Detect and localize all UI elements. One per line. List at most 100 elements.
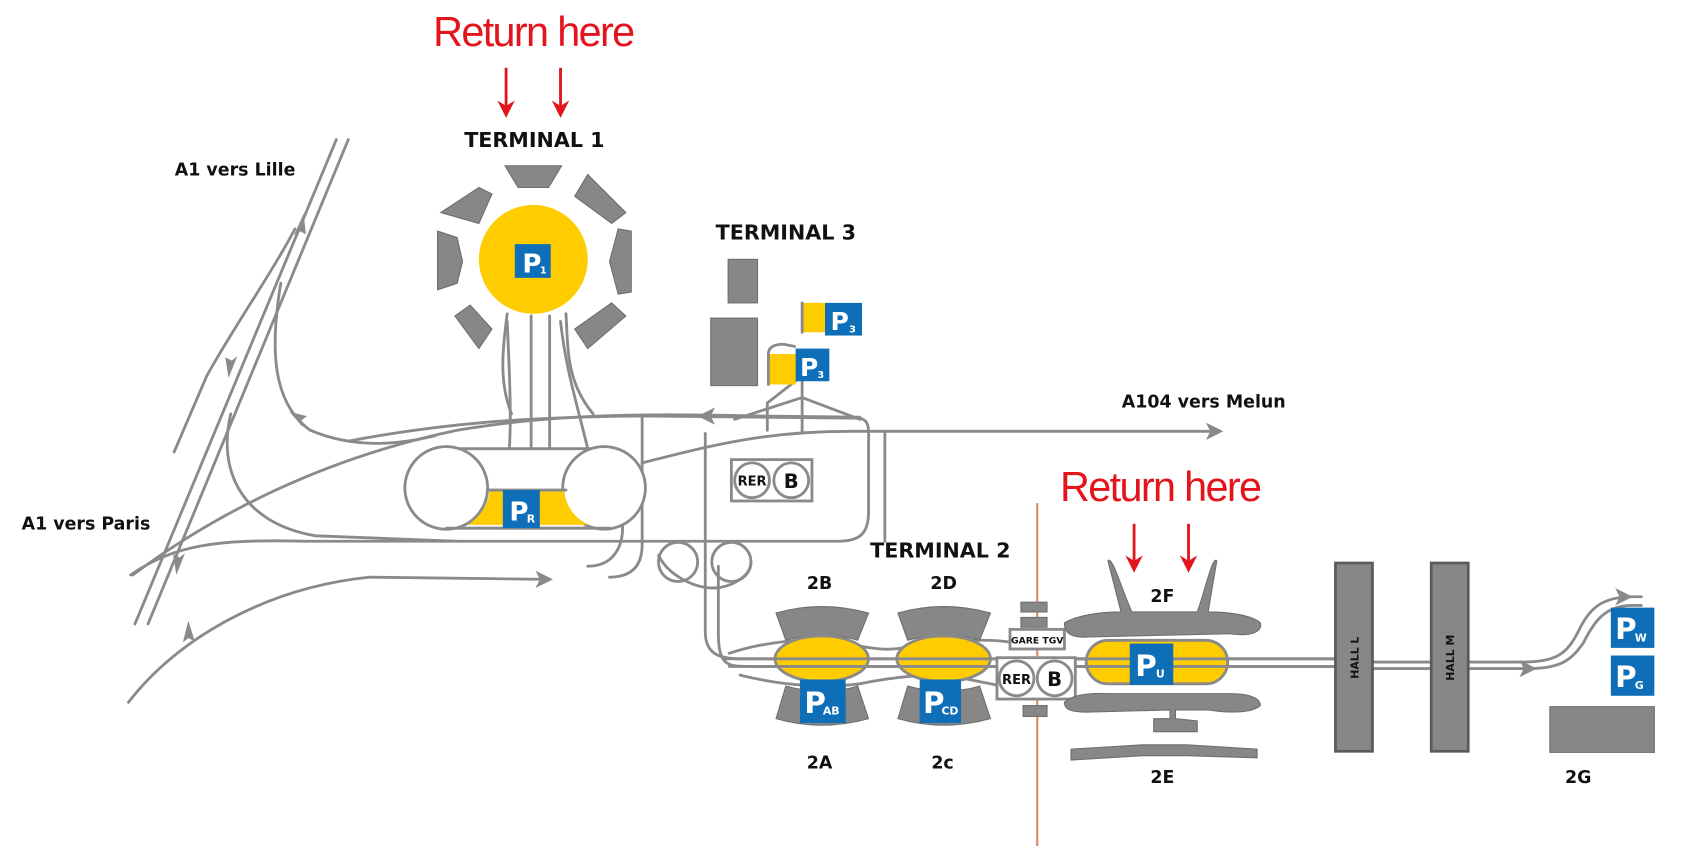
parking-letter: P: [1615, 660, 1637, 694]
t1-satellite-nw: [439, 186, 493, 225]
loop-link: [657, 553, 753, 590]
return-here-label-t2: Return here: [1060, 464, 1261, 510]
parking-subscript: CD: [941, 704, 958, 717]
hall-2e-pier: [1070, 744, 1258, 761]
terminal-2-label: TERMINAL 2: [870, 539, 1010, 563]
central-vertical-1: [608, 414, 644, 579]
rer-circle: [733, 461, 771, 500]
b-line-circle: [772, 461, 811, 500]
a1-big-loop: [225, 412, 459, 543]
parking-badge-background: [1610, 655, 1655, 696]
return-arrowhead-t2-left: [1125, 555, 1143, 573]
parking-badge-p3-upper[interactable]: P 3: [824, 302, 863, 336]
pr-roundabout-west: [403, 445, 490, 531]
parking-badge-background: [799, 679, 846, 723]
arrow-a104: [1205, 422, 1224, 441]
tgv-platform-south: [1022, 705, 1048, 718]
parking-badge-background: [919, 679, 962, 723]
arrow-westbound: [697, 407, 716, 425]
t3-building-small: [727, 258, 759, 304]
parking-badge-pg[interactable]: P G: [1610, 655, 1655, 696]
terminal-1-label: TERMINAL 1: [464, 128, 604, 152]
parking-badge-p1[interactable]: P 1: [514, 244, 551, 279]
parking-letter: P: [522, 249, 541, 279]
parking-subscript: G: [1635, 679, 1644, 692]
t1-satellite-n: [504, 165, 563, 189]
a1-slip-west: [172, 227, 297, 454]
parking-letter: P: [509, 498, 528, 528]
hall-2d-label: 2D: [930, 574, 957, 594]
return-arrowhead-t2-right: [1179, 555, 1198, 573]
t1-satellite-se: [573, 302, 627, 350]
arrow-main-east: [535, 570, 553, 589]
hall-2c-label: 2c: [931, 754, 953, 774]
t1-connector-6: [559, 319, 590, 451]
t1-satellite-w: [436, 230, 464, 291]
parking-subscript: R: [527, 513, 536, 526]
parking-letter: P: [1135, 649, 1157, 683]
parking-badge-pu[interactable]: P U: [1129, 643, 1174, 685]
a104-melun-label: A104 vers Melun: [1122, 392, 1286, 412]
parking-letter: P: [830, 307, 848, 336]
parking-subscript: AB: [823, 704, 840, 717]
a1-to-airport-upper: [131, 413, 862, 577]
arrow-paris-entry: [182, 620, 195, 643]
parking-badge-pcd[interactable]: P CD: [919, 679, 962, 723]
a1-loop: [273, 281, 437, 445]
t2-road-east: [1348, 595, 1643, 664]
parking-badges: P 1 P R P 3 P 3 P AB P C: [502, 244, 1655, 723]
b-line-label: B: [784, 470, 799, 493]
parking-badge-p3-lower[interactable]: P 3: [795, 348, 830, 382]
t1-satellite-ne: [573, 173, 627, 225]
parking-letter: P: [800, 353, 818, 382]
p3-lower-border: [766, 342, 796, 386]
rer-circle-t2: [997, 659, 1036, 698]
parking-badge-background: [795, 348, 830, 382]
terminal-3-label: TERMINAL 3: [716, 221, 856, 245]
hall-m-label: HALL M: [1444, 635, 1457, 681]
hall-m-building[interactable]: [1429, 561, 1470, 753]
arrow-hallm-east: [1519, 659, 1537, 678]
parking-letter: P: [804, 686, 826, 720]
p3-lower-yellow: [768, 354, 796, 385]
parking-subscript: W: [1635, 631, 1647, 644]
return-arrowhead-t1-left: [497, 100, 515, 118]
tgv-platform-north-1: [1020, 601, 1048, 613]
parking-badge-pab[interactable]: P AB: [799, 679, 846, 723]
road-direction-arrows: [173, 213, 1633, 678]
parking-subscript: 3: [849, 324, 856, 335]
terminal-3: [710, 258, 827, 387]
return-here-label-t1: Return here: [433, 9, 634, 55]
hall-l-building[interactable]: [1334, 561, 1374, 753]
hall-2g-building[interactable]: [1549, 706, 1655, 753]
t3-connector-2: [733, 396, 862, 421]
parking-badge-pr[interactable]: P R: [502, 490, 540, 529]
loop-west: [657, 540, 700, 583]
tgv-platform-north-2: [1020, 616, 1048, 628]
hall-2f-label: 2F: [1150, 587, 1174, 607]
arrow-a1-south: [225, 356, 238, 378]
hall-2f-building: [1063, 559, 1262, 638]
t1-connector-5: [505, 319, 512, 451]
a1-lille-label: A1 vers Lille: [175, 161, 296, 181]
hall-l-label: HALL L: [1348, 637, 1361, 679]
rer-label: RER: [738, 475, 767, 490]
rer-b-station-t1: RER B: [729, 458, 814, 503]
central-vertical-3: [706, 416, 871, 543]
t2-road-east-2: [1348, 604, 1643, 670]
t1-connector-1: [501, 312, 513, 416]
hall-2e-label: 2E: [1150, 768, 1174, 788]
arrow-a1-north: [293, 213, 306, 236]
parking-badge-background: [824, 302, 863, 336]
parking-badge-background: [502, 490, 540, 529]
t1-satellite-sw: [454, 304, 493, 350]
a1-motorway-south: [146, 138, 350, 626]
return-callout-terminal-1: Return here: [433, 9, 636, 118]
map-labels: TERMINAL 1 TERMINAL 3 TERMINAL 2 A1 vers…: [22, 128, 1592, 788]
hall-2a-label: 2A: [807, 754, 833, 774]
hall-2b-label: 2B: [807, 574, 832, 594]
road-network: [127, 138, 1643, 704]
parking-badge-pw[interactable]: P W: [1610, 607, 1655, 648]
arrow-a1-paris-south: [173, 553, 186, 575]
